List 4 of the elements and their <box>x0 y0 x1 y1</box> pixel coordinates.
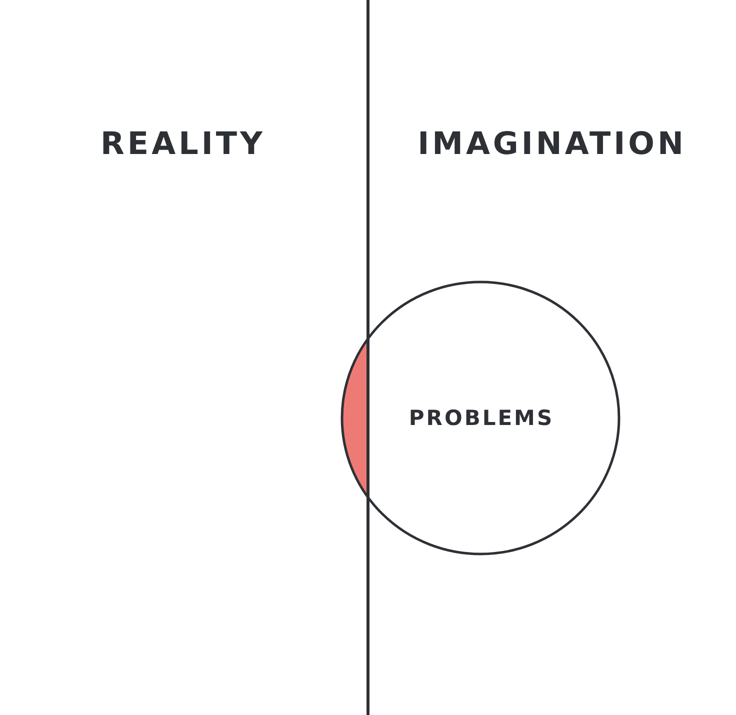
circle-node <box>340 280 621 556</box>
heading-label: REALITY <box>100 126 266 162</box>
heading-label: IMAGINATION <box>418 126 686 162</box>
circle-label: PROBLEMS <box>408 406 554 430</box>
